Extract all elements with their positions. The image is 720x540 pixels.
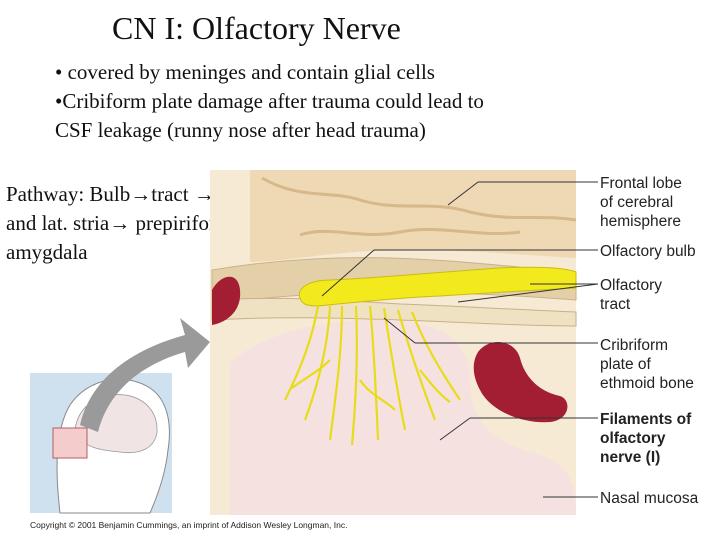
label-cribriform-plate: Cribriform plate of ethmoid bone: [600, 336, 694, 393]
arrow-icon: →: [109, 211, 131, 235]
label-line: ethmoid bone: [600, 375, 694, 392]
label-line: Frontal lobe: [600, 175, 682, 192]
slide-title: CN I: Olfactory Nerve: [112, 10, 401, 46]
bullet-item: • covered by meninges and contain glial …: [55, 60, 435, 84]
label-line: Filaments of: [600, 411, 692, 428]
arrow-icon: →: [130, 182, 152, 206]
label-line: of cerebral: [600, 194, 674, 211]
label-nasal-mucosa: Nasal mucosa: [600, 489, 698, 508]
zoom-arrow-icon: [80, 318, 210, 432]
copyright-notice: Copyright © 2001 Benjamin Cummings, an i…: [30, 520, 348, 530]
label-line: hemisphere: [600, 213, 681, 230]
label-line: Cribriform: [600, 337, 669, 354]
label-olfactory-tract: Olfactory tract: [600, 276, 662, 314]
label-line: plate of: [600, 356, 651, 373]
label-line: Nasal mucosa: [600, 490, 699, 507]
label-line: tract: [600, 296, 631, 313]
pathway-segment: Pathway: Bulb: [6, 182, 131, 206]
label-line: olfactory: [600, 430, 666, 447]
label-olfactory-bulb: Olfactory bulb: [600, 242, 696, 261]
bullet-item: •Cribiform plate damage after trauma cou…: [55, 89, 484, 142]
label-line: Olfactory: [600, 277, 663, 294]
label-filaments: Filaments of olfactory nerve (I): [600, 410, 691, 467]
arrow-icon: →: [193, 182, 215, 206]
label-line: Olfactory bulb: [600, 243, 696, 260]
label-frontal-lobe: Frontal lobe of cerebral hemisphere: [600, 174, 682, 231]
bullet-list: • covered by meninges and contain glial …: [55, 58, 505, 145]
olfactory-diagram: [210, 170, 599, 515]
pathway-segment: tract: [151, 182, 194, 206]
label-line: nerve (I): [600, 449, 661, 466]
